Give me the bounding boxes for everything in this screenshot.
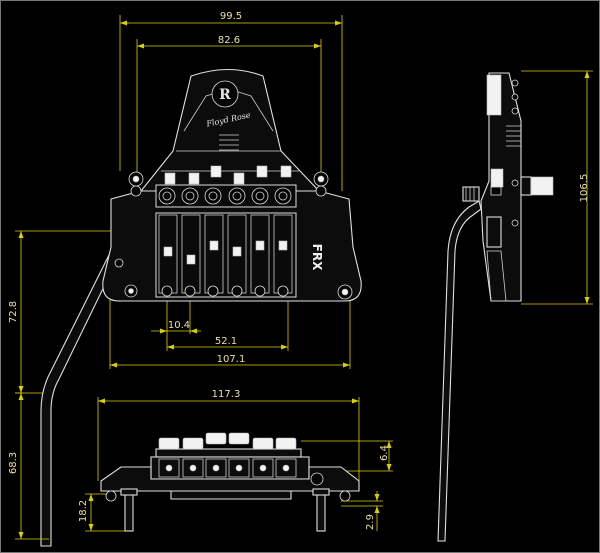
front-dimensions: 117.3 6.4 68.3 18.2 2.9 (8, 389, 393, 540)
side-dimensions: 106.5 (521, 70, 593, 305)
top-dimensions: 99.5 82.6 10.4 52.1 107.1 (8, 11, 351, 394)
model-label: FRX (310, 244, 324, 271)
dim-front-overall-width: 117.3 (212, 389, 241, 400)
dim-plate-width: 107.1 (217, 354, 246, 365)
bridge-top-view: R Floyd Rose (40, 69, 362, 547)
dim-top-post-spacing: 82.6 (218, 35, 240, 46)
tremolo-arm (40, 222, 133, 547)
mounting-screws (114, 171, 353, 300)
dim-side-height: 106.5 (579, 174, 590, 203)
dim-arm-length: 72.8 (8, 301, 19, 323)
dim-post-depth: 18.2 (78, 500, 89, 522)
side-tremolo-arm (437, 200, 482, 542)
bridge-front-view (100, 432, 360, 532)
dim-front-height-top: 6.4 (379, 445, 390, 461)
logo-emblem (211, 80, 239, 108)
bridge-side-view (437, 72, 554, 542)
string-clamps (155, 184, 297, 208)
dim-string-spacing: 10.4 (168, 320, 190, 331)
dim-front-height-below: 68.3 (8, 452, 19, 474)
dim-outer-string-span: 52.1 (215, 336, 237, 347)
dim-post-gap: 2.9 (365, 514, 376, 530)
logo-letter: R (219, 87, 231, 103)
dim-top-overall-width: 99.5 (220, 11, 242, 22)
saddles (155, 212, 297, 298)
mounting-posts (105, 472, 351, 532)
fine-tuner-caps (164, 165, 292, 185)
